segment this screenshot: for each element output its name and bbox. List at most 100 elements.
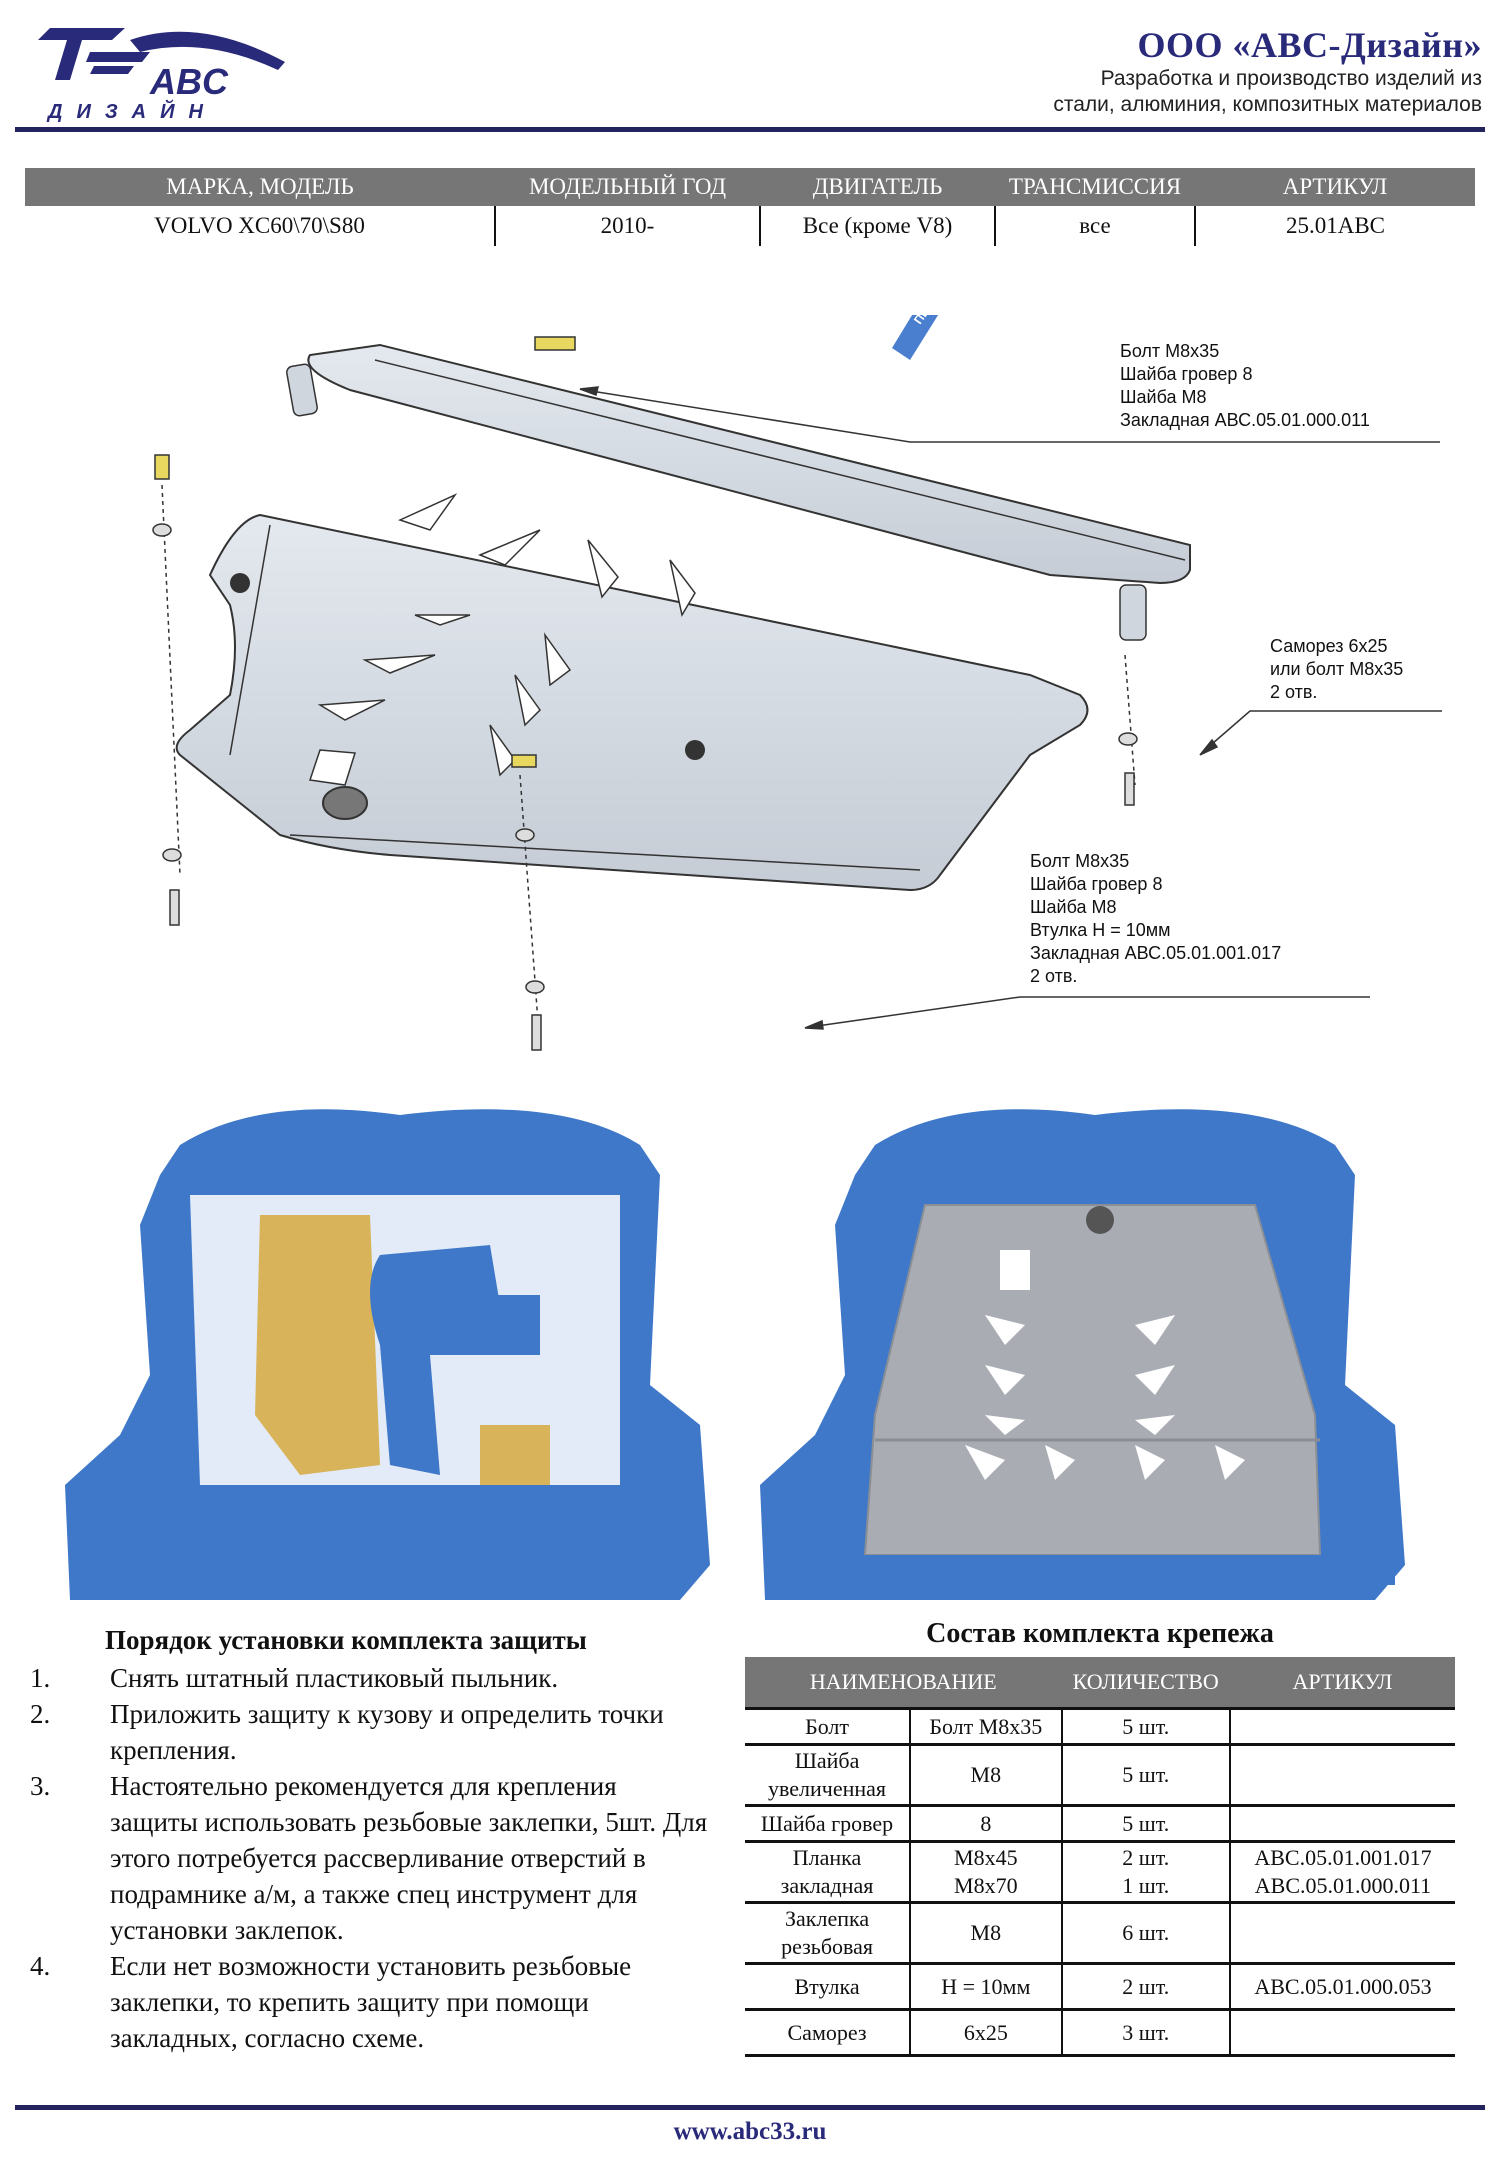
step-text: Снять штатный пластиковый пыльник.	[110, 1663, 559, 1693]
spec-header-article: АРТИКУЛ	[1195, 168, 1475, 206]
skid-plate-drawing: ПЕРЕД	[152, 275, 1442, 1051]
kit-cell-art	[1228, 2009, 1455, 2057]
callout-front-line: Шайба М8	[1030, 897, 1117, 917]
kit-header-qty: КОЛИЧЕСТВО	[1061, 1657, 1230, 1709]
spec-engine: Все (кроме V8)	[759, 206, 995, 246]
kit-header-name: НАИМЕНОВАНИЕ	[745, 1657, 1062, 1709]
kit-cell-spec: М8	[909, 1902, 1062, 1965]
instruction-step: 3. Настоятельно рекомендуется для крепле…	[30, 1768, 710, 1948]
spec-header-model: МАРКА, МОДЕЛЬ	[25, 168, 495, 206]
step-text: Настоятельно рекомендуется для крепления…	[110, 1771, 708, 1945]
step-text: Приложить защиту к кузову и определить т…	[110, 1699, 664, 1765]
kit-cell-name: Втулка	[745, 1963, 911, 2011]
step-number: 2.	[30, 1699, 51, 1729]
callout-rear-line: Болт М8х35	[1120, 341, 1220, 361]
instructions-title: Порядок установки комплекта защиты	[105, 1625, 587, 1655]
callout-rear-line: Закладная АВС.05.01.000.011	[1120, 410, 1370, 430]
callout-front-line: Втулка Н = 10мм	[1030, 920, 1171, 940]
company-logo: ABC ДИЗАЙН	[30, 22, 300, 123]
tagline-line-2: стали, алюминия, композитных материалов	[1053, 93, 1482, 116]
instruction-step: 1. Снять штатный пластиковый пыльник.	[30, 1660, 710, 1696]
instruction-step: 4. Если нет возможности установить резьб…	[30, 1948, 710, 2056]
callout-side-line: Саморез 6х25	[1270, 636, 1388, 656]
kit-cell-art	[1228, 1902, 1455, 1965]
kit-cell-name: Планка закладная	[745, 1841, 911, 1904]
step-number: 4.	[30, 1951, 51, 1981]
kit-cell-art: АВС.05.01.000.053	[1228, 1963, 1455, 2011]
spec-value-row: VOLVO XC60\70\S80 2010- Все (кроме V8) в…	[25, 206, 1475, 246]
tagline-line-1: Разработка и производство изделий из	[1100, 67, 1482, 90]
kit-cell-name: Шайба гровер	[745, 1805, 911, 1843]
callout-side-line: 2 отв.	[1270, 682, 1318, 702]
callout-front-line: Болт М8х35	[1030, 851, 1130, 871]
step-number: 1.	[30, 1663, 51, 1693]
kit-cell-name: Саморез	[745, 2009, 911, 2057]
kit-cell-qty: 6 шт.	[1060, 1902, 1230, 1965]
kit-cell-qty: 5 шт.	[1060, 1805, 1230, 1843]
kit-cell-spec: Болт М8х35	[909, 1707, 1062, 1746]
callout-front-line: Шайба гровер 8	[1030, 874, 1163, 894]
kit-cell-art	[1228, 1805, 1455, 1843]
kit-cell-spec: Н = 10мм	[909, 1963, 1062, 2011]
spec-header-row: МАРКА, МОДЕЛЬ МОДЕЛЬНЫЙ ГОД ДВИГАТЕЛЬ ТР…	[25, 168, 1475, 206]
kit-cell-spec: 8	[909, 1805, 1062, 1843]
vehicle-spec-table: МАРКА, МОДЕЛЬ МОДЕЛЬНЫЙ ГОД ДВИГАТЕЛЬ ТР…	[25, 168, 1475, 246]
scan-after-image	[755, 1085, 1445, 1600]
spec-article: 25.01ABC	[1194, 206, 1475, 246]
instruction-step: 2. Приложить защиту к кузову и определит…	[30, 1696, 710, 1768]
logo-bottom-text: ДИЗАЙН	[46, 99, 217, 122]
company-name: ООО «АВС-Дизайн»	[1137, 25, 1482, 65]
kit-cell-spec: М8х45 М8х70	[909, 1841, 1062, 1904]
kit-cell-name: Заклепка резьбовая	[745, 1902, 911, 1965]
kit-cell-name: Шайба увеличенная	[745, 1744, 911, 1807]
kit-cell-spec: 6х25	[909, 2009, 1062, 2057]
callout-side-fasteners: Саморез 6х25 или болт М8х35 2 отв.	[1270, 635, 1403, 704]
callout-front-line: 2 отв.	[1030, 966, 1078, 986]
company-block: ООО «АВС-Дизайн» Разработка и производст…	[1053, 24, 1482, 118]
kit-cell-art: АВС.05.01.001.017 АВС.05.01.000.011	[1228, 1841, 1455, 1904]
callout-side-line: или болт М8х35	[1270, 659, 1404, 679]
instructions-list: 1. Снять штатный пластиковый пыльник. 2.…	[30, 1660, 710, 2056]
spec-transmission: все	[994, 206, 1195, 246]
callout-rear-line: Шайба гровер 8	[1120, 364, 1253, 384]
kit-cell-art	[1228, 1744, 1455, 1807]
kit-title: Состав комплекта крепежа	[926, 1618, 1274, 1649]
step-number: 3.	[30, 1771, 51, 1801]
spec-year: 2010-	[494, 206, 760, 246]
step-text: Если нет возможности установить резьбовы…	[110, 1951, 632, 2053]
kit-cell-art	[1228, 1707, 1455, 1746]
spec-model: VOLVO XC60\70\S80	[154, 213, 365, 238]
spec-header-year: МОДЕЛЬНЫЙ ГОД	[495, 168, 760, 206]
logo-top-text: ABC	[149, 61, 229, 102]
footer-url[interactable]: www.abc33.ru	[673, 2118, 827, 2145]
callout-front-fasteners: Болт М8х35 Шайба гровер 8 Шайба М8 Втулк…	[1030, 850, 1281, 988]
kit-cell-qty: 2 шт.	[1060, 1963, 1230, 2011]
assembly-drawing: ПЕРЕД	[150, 275, 1450, 1075]
kit-cell-qty: 5 шт.	[1060, 1707, 1230, 1746]
header-rule	[15, 127, 1485, 132]
footer-rule	[15, 2105, 1485, 2110]
kit-cell-qty: 2 шт. 1 шт.	[1060, 1841, 1230, 1904]
callout-front-line: Закладная АВС.05.01.001.017	[1030, 943, 1282, 963]
kit-cell-spec: М8	[909, 1744, 1062, 1807]
scan-before-image	[60, 1085, 750, 1600]
kit-cell-name: Болт	[745, 1707, 911, 1746]
spec-header-transmission: ТРАНСМИССИЯ	[995, 168, 1195, 206]
kit-cell-qty: 5 шт.	[1060, 1744, 1230, 1807]
kit-header-article: АРТИКУЛ	[1229, 1657, 1455, 1709]
kit-cell-qty: 3 шт.	[1060, 2009, 1230, 2057]
callout-rear-line: Шайба М8	[1120, 387, 1207, 407]
logo-mark: ABC ДИЗАЙН	[38, 28, 285, 123]
callout-rear-fasteners: Болт М8х35 Шайба гровер 8 Шайба М8 Закла…	[1120, 340, 1370, 432]
kit-header-row: НАИМЕНОВАНИЕ КОЛИЧЕСТВО АРТИКУЛ	[745, 1657, 1455, 1709]
spec-header-engine: ДВИГАТЕЛЬ	[760, 168, 995, 206]
